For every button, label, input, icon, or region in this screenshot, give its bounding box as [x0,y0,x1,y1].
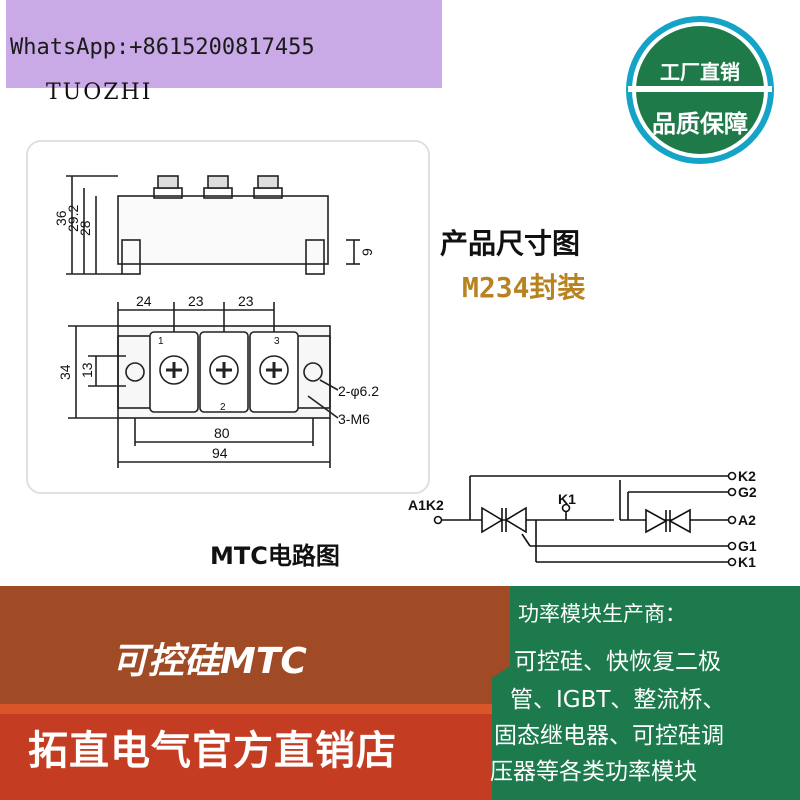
dim-36: 36 [53,210,69,226]
label-k1-top: K1 [558,491,576,507]
dim-13: 13 [79,362,95,378]
dim-24: 24 [136,293,152,309]
terminal-2: 2 [220,402,226,413]
brand-logo-text: TUOZHI [46,80,153,105]
product-name: 可控硅MTC [112,641,307,682]
label-a2: A2 [738,512,756,528]
circuit-diagram: A1K2 K1 K2 G2 A2 G1 K1 [408,468,757,570]
whatsapp-banner [6,0,442,88]
dimension-title: 产品尺寸图 [440,227,581,260]
hole-note: 2-φ6.2 [338,383,379,399]
package-title: M234封装 [462,271,586,304]
info-line-2: 管、IGBT、整流桥、 [510,687,726,713]
info-heading: 功率模块生产商： [518,602,686,626]
info-lines: 可控硅、快恢复二极 管、IGBT、整流桥、 固态继电器、可控硅调 压器等各类功率… [490,638,800,798]
whatsapp-contact: WhatsApp:+8615200817455 [10,35,315,60]
info-line-4: 压器等各类功率模块 [490,759,697,785]
dim-80: 80 [214,425,230,441]
label-k2: K2 [738,468,756,484]
dimension-drawing: 36 29.2 28 9 24 23 23 34 13 1 2 3 2-φ6.2… [26,140,430,494]
label-k1: K1 [738,554,756,570]
dim-23-b: 23 [238,293,254,309]
info-line-3: 固态继电器、可控硅调 [494,723,724,749]
dim-9: 9 [359,248,375,256]
dim-34: 34 [57,364,73,380]
circuit-title: MTC电路图 [210,542,340,570]
side-view [66,175,360,275]
label-a1k2: A1K2 [408,497,444,513]
terminal-3: 3 [274,336,280,347]
label-g2: G2 [738,484,757,500]
top-view [68,302,339,468]
dim-29-2: 29.2 [65,205,81,232]
store-name: 拓直电气官方直销店 [28,728,397,774]
label-g1: G1 [738,538,757,554]
dim-23-a: 23 [188,293,204,309]
screw-note: 3-M6 [338,411,370,427]
dim-94: 94 [212,445,228,461]
dim-28: 28 [77,220,93,236]
terminal-1: 1 [158,336,164,347]
badge-factory-direct: 工厂直销 [660,60,740,84]
badge-quality-guarantee: 品质保障 [652,110,748,138]
bottom-banner [0,586,800,800]
info-line-1: 可控硅、快恢复二极 [514,649,721,675]
quality-badge [626,16,774,164]
